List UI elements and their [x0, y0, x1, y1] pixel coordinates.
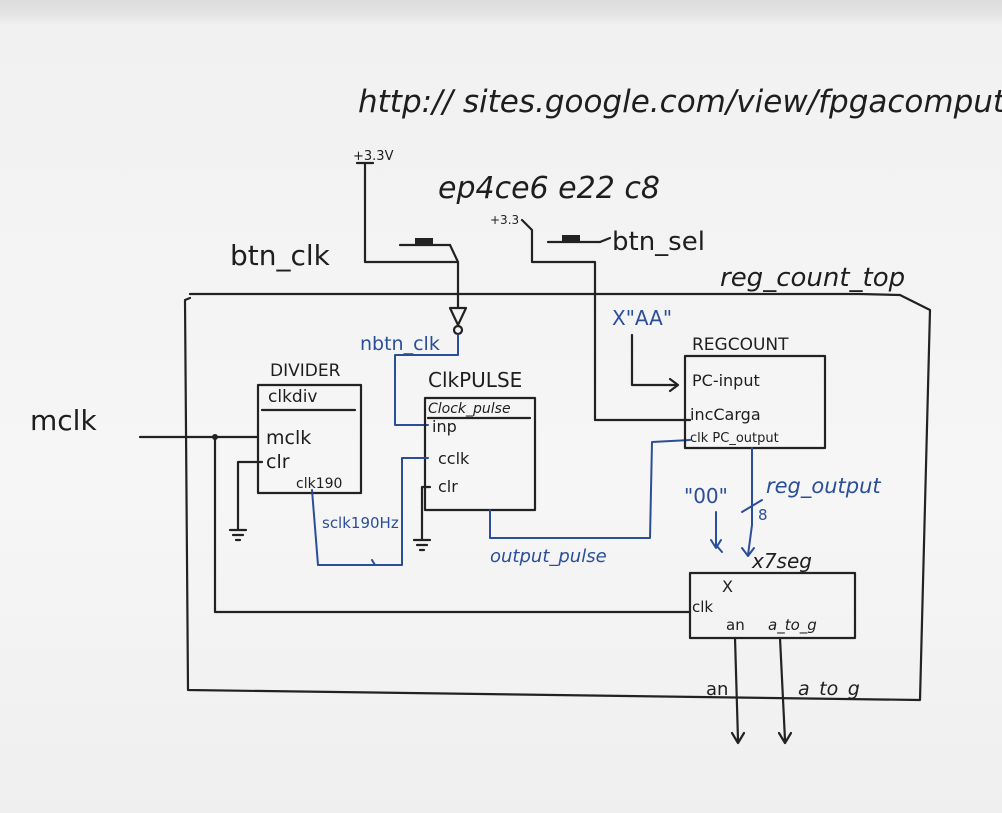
supply-right-label: +3.3	[490, 213, 519, 227]
btn-sel-label: btn_sel	[612, 227, 705, 257]
reg-output-wire	[741, 447, 755, 557]
clkpulse-port-inp: inp	[432, 417, 457, 436]
divider-port-clr: clr	[266, 451, 290, 473]
clkpulse-block	[423, 396, 537, 512]
reg-output-label: reg_output	[766, 474, 881, 499]
x7seg-port-atog: a_to_g	[768, 616, 817, 635]
clkpulse-port-clr: clr	[438, 477, 458, 496]
xaa-label: X"AA"	[612, 306, 672, 330]
clkpulse-title: ClkPULSE	[428, 368, 522, 392]
divider-title: DIVIDER	[270, 361, 341, 381]
x7seg-port-x: X	[722, 577, 733, 596]
divider-port-mclk: mclk	[266, 427, 311, 449]
output-pulse-wire	[489, 439, 691, 539]
an-output-wire	[730, 636, 746, 745]
chip-text: ep4ce6 e22 c8	[438, 171, 660, 206]
regcount-port-clk-output: clk PC_output	[690, 431, 779, 446]
mclk-input-label: mclk	[30, 404, 97, 437]
btn-clk-switch	[355, 161, 460, 307]
regcount-title: REGCOUNT	[692, 335, 789, 355]
btn-sel-switch	[520, 218, 692, 422]
an-output-label: an	[706, 679, 728, 700]
x7seg-block	[688, 571, 857, 640]
top-module-boundary	[183, 292, 932, 702]
zero-const-wire	[710, 511, 723, 553]
btn-clk-label: btn_clk	[230, 239, 331, 272]
divider-clr-ground	[228, 460, 264, 542]
nbtn-clk-wire	[394, 334, 459, 426]
atog-output-wire	[777, 636, 793, 745]
url-text: http:// sites.google.com/view/fpgacomput…	[358, 84, 1002, 120]
sclk190-wire	[311, 457, 429, 566]
nbtn-clk-label: nbtn_clk	[360, 333, 440, 355]
zero-const-label: "00"	[684, 484, 728, 508]
regcount-block	[683, 354, 827, 450]
divider-sub: clkdiv	[268, 387, 318, 407]
regcount-port-inccarga: incCarga	[690, 405, 761, 424]
regcount-port-pc-input: PC-input	[692, 371, 760, 390]
x7seg-port-an: an	[726, 616, 745, 634]
xaa-wire	[630, 333, 680, 393]
x7seg-title: x7seg	[751, 549, 812, 573]
supply-left-label: +3.3V	[353, 149, 394, 164]
bus-width-label: 8	[758, 506, 768, 524]
inverter-symbol	[448, 303, 468, 336]
sclk190-label: sclk190Hz	[322, 514, 399, 532]
top-module-label: reg_count_top	[720, 263, 905, 293]
x7seg-port-clk: clk	[692, 598, 713, 616]
clkpulse-port-cclk: cclk	[438, 449, 470, 468]
clkpulse-clr-ground	[412, 485, 432, 552]
divider-block	[256, 383, 363, 495]
output-pulse-label: output_pulse	[490, 546, 607, 567]
atog-output-label: a_to_g	[798, 678, 860, 700]
divider-port-clk190: clk190	[296, 476, 342, 492]
mclk-wire	[138, 435, 692, 614]
clkpulse-sub: Clock_pulse	[428, 401, 511, 417]
